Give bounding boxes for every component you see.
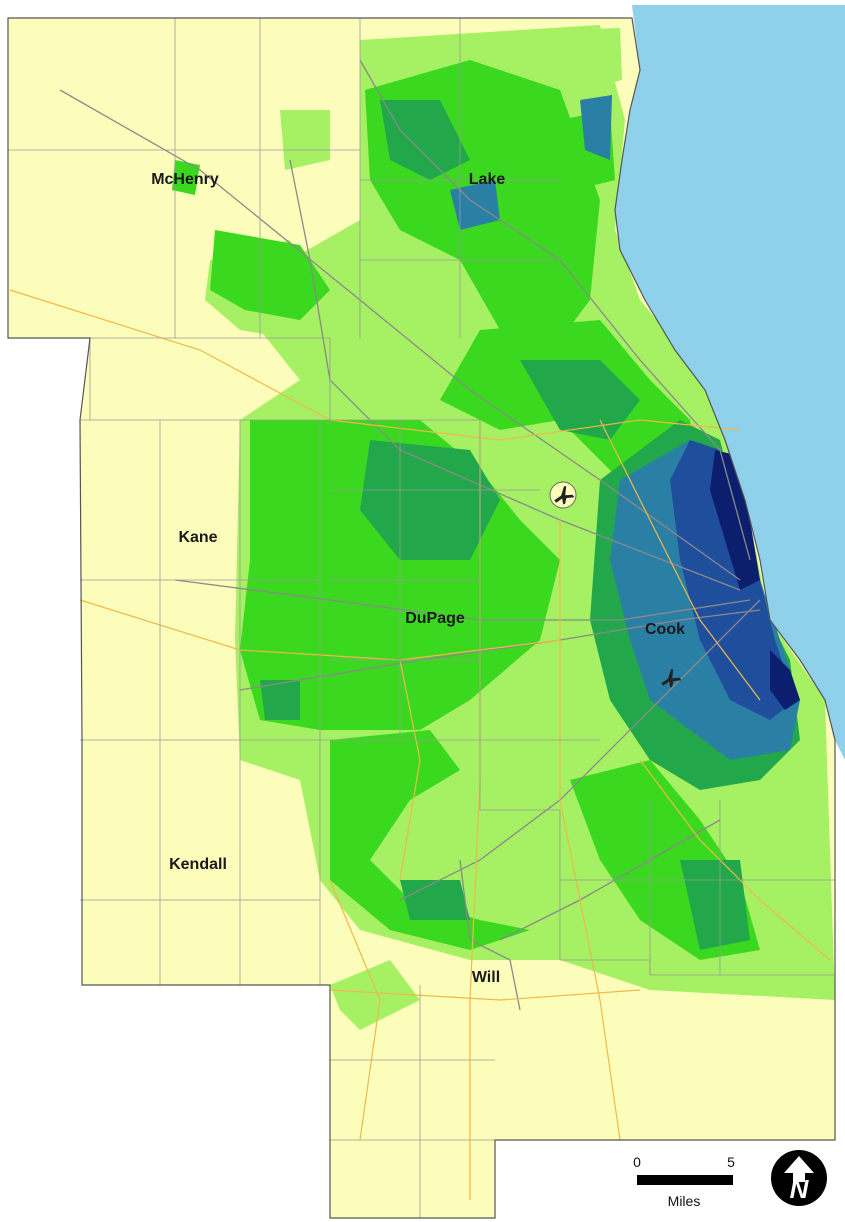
north-letter: N <box>790 1174 810 1204</box>
county-label-cook: Cook <box>645 621 685 638</box>
county-label-kendall: Kendall <box>169 856 227 873</box>
boundary-lines <box>8 17 835 1218</box>
scale-unit-label: Miles <box>668 1193 701 1209</box>
airplane-icon <box>661 669 682 688</box>
county-label-kane: Kane <box>178 529 217 546</box>
county-label-lake: Lake <box>469 171 506 188</box>
county-label-will: Will <box>472 969 500 986</box>
scale-end-label: 5 <box>727 1154 735 1170</box>
region-outline <box>7 17 836 1219</box>
county-label-mchenry: McHenry <box>151 171 219 188</box>
scale-start-label: 0 <box>633 1154 641 1170</box>
lake-michigan <box>615 5 845 760</box>
scale-bar: 0 5 Miles <box>633 1154 735 1209</box>
airplane-icon <box>549 481 577 509</box>
north-arrow-icon: N <box>771 1150 827 1206</box>
county-label-dupage: DuPage <box>405 610 465 627</box>
